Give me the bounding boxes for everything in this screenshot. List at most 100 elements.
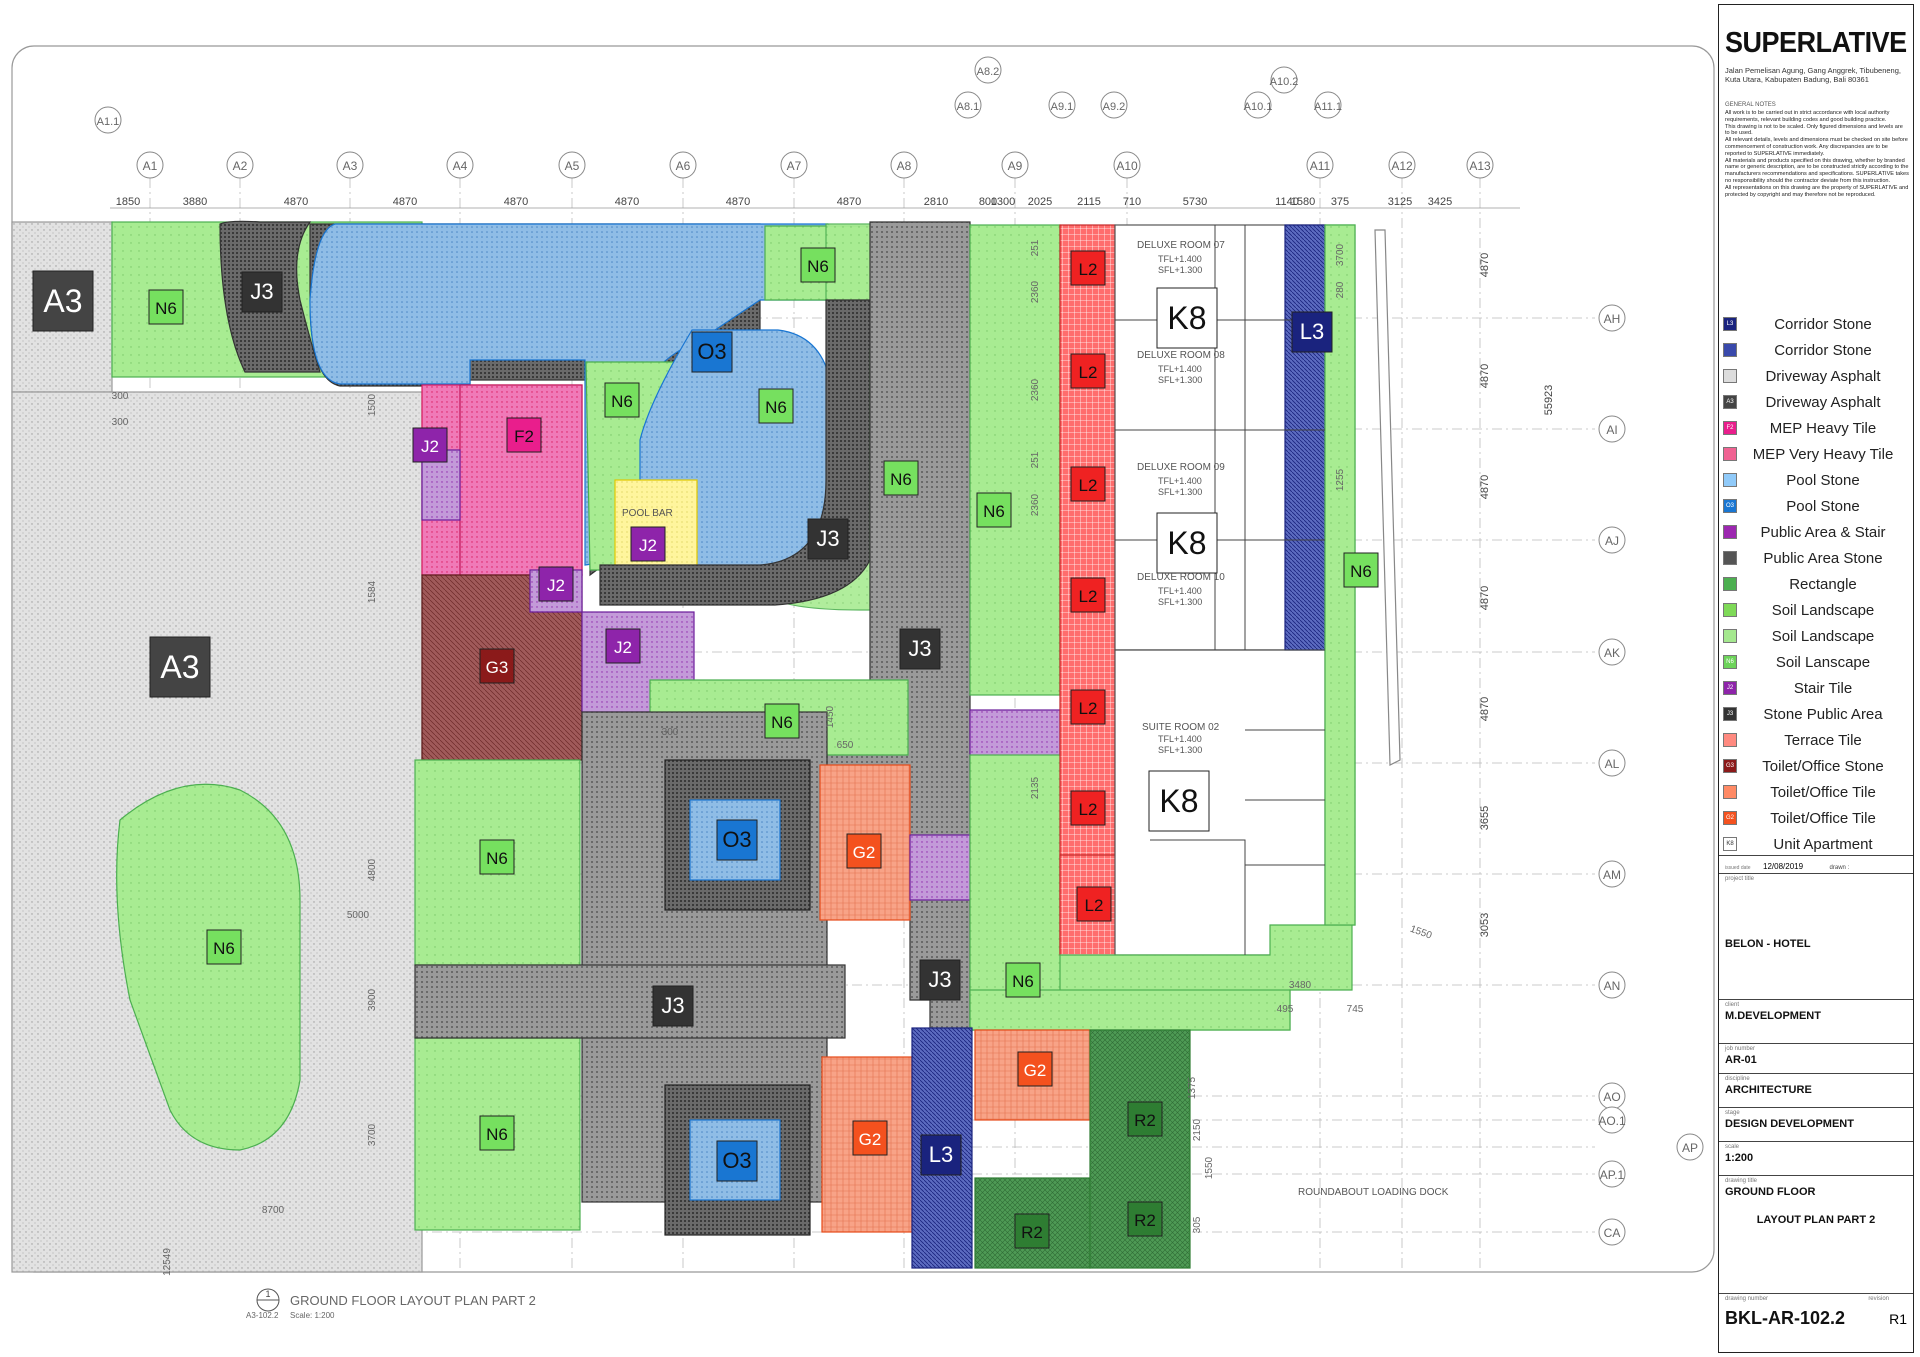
grid-column-bubble: A1 bbox=[136, 151, 164, 179]
dimension-label: 1375 bbox=[1187, 1076, 1198, 1099]
grid-column-bubble: A8 bbox=[890, 151, 918, 179]
zone-tag-code: J2 bbox=[421, 437, 439, 456]
dimension-label: 4870 bbox=[284, 196, 308, 208]
legend-item: Toilet/Office Tile bbox=[1723, 779, 1909, 805]
grid-row-bubble: AL bbox=[1598, 749, 1626, 777]
dimension-label: 3700 bbox=[1335, 243, 1346, 266]
grid-row-label: AP bbox=[1682, 1141, 1698, 1155]
grid-column-label: A6 bbox=[676, 159, 691, 173]
zone-tag-n6: N6 bbox=[206, 929, 242, 965]
dimension-label: 4870 bbox=[1479, 697, 1491, 721]
dimension-label: 4870 bbox=[1479, 586, 1491, 610]
zone-tag-r2: R2 bbox=[1127, 1101, 1163, 1137]
grid-sub-bubble: A10.1 bbox=[1244, 91, 1273, 119]
room-label: DELUXE ROOM 07 bbox=[1137, 240, 1225, 251]
grid-row-label: AO bbox=[1603, 1090, 1620, 1104]
dimension-label: 3125 bbox=[1388, 196, 1412, 208]
dimension-label: 3655 bbox=[1479, 806, 1491, 830]
dimension-label: 8700 bbox=[262, 1205, 285, 1216]
legend-label: Public Area Stone bbox=[1763, 549, 1883, 567]
dimension-label: 3425 bbox=[1428, 196, 1452, 208]
zone-tag-o3: O3 bbox=[691, 331, 733, 373]
dimension-label: 1255 bbox=[1335, 468, 1346, 491]
grid-row-label: AH bbox=[1604, 312, 1621, 326]
caption-number: 1 bbox=[265, 1289, 270, 1299]
general-note: All work is to be carried out in strict … bbox=[1725, 110, 1890, 123]
grid-sub-bubble: A9.1 bbox=[1048, 91, 1076, 119]
dimension-label: 4870 bbox=[726, 196, 750, 208]
legend-item: Public Area Stone bbox=[1723, 545, 1909, 571]
grid-sub-bubble: A9.2 bbox=[1100, 91, 1128, 119]
zone-tag-n6: N6 bbox=[758, 388, 794, 424]
grid-column-bubble: A6 bbox=[669, 151, 697, 179]
legend-item: Soil Landscape bbox=[1723, 623, 1909, 649]
legend-swatch bbox=[1723, 447, 1737, 461]
legend-item: Rectangle bbox=[1723, 571, 1909, 597]
zone-tag-l2: L2 bbox=[1070, 689, 1106, 725]
legend-label: Corridor Stone bbox=[1774, 341, 1872, 359]
zone-tag-code: O3 bbox=[722, 827, 751, 852]
revision: R1 bbox=[1889, 1310, 1907, 1327]
zone-tag-code: R2 bbox=[1021, 1223, 1043, 1242]
room-label: DELUXE ROOM 08 bbox=[1137, 350, 1225, 361]
legend-label: MEP Very Heavy Tile bbox=[1752, 445, 1894, 463]
general-note: This drawing is not to be scaled. Only f… bbox=[1725, 123, 1903, 137]
legend-label: Soil Lanscape bbox=[1775, 653, 1871, 671]
legend-item: Corridor Stone bbox=[1723, 337, 1909, 363]
zone-tag-code: K8 bbox=[1167, 525, 1206, 561]
grid-sub-bubble: A10.2 bbox=[1270, 66, 1298, 94]
legend-label: Toilet/Office Tile bbox=[1770, 809, 1876, 827]
legend-item: L3 Corridor Stone bbox=[1723, 311, 1909, 337]
zone-tag-code: G2 bbox=[1024, 1061, 1047, 1080]
zone-tag-code: N6 bbox=[1350, 562, 1372, 581]
dimension-label: 3700 bbox=[367, 1123, 378, 1146]
drawn-label: drawn : bbox=[1829, 865, 1850, 871]
legend-label: Soil Landscape bbox=[1771, 627, 1875, 645]
company-address: Jalan Pemelisan Agung, Gang Anggrek, Tib… bbox=[1725, 66, 1901, 84]
dimension-label: 4870 bbox=[1479, 253, 1491, 277]
legend-swatch bbox=[1723, 629, 1737, 643]
grid-column-label: A5 bbox=[565, 159, 580, 173]
legend-swatch: L3 bbox=[1723, 317, 1737, 331]
grid-row-bubble: AH bbox=[1598, 304, 1626, 332]
zone-tag-code: A3 bbox=[160, 649, 199, 685]
legend-label: Corridor Stone bbox=[1774, 315, 1872, 333]
zone-tag-o3: O3 bbox=[716, 819, 758, 861]
zone-tag-code: J3 bbox=[661, 993, 684, 1018]
dimension-label: 2360 bbox=[1030, 280, 1041, 303]
grid-row-bubble: AN bbox=[1598, 971, 1626, 999]
dimension-label: 3053 bbox=[1479, 913, 1491, 937]
dimension-label: 5000 bbox=[347, 910, 370, 921]
zone-tag-j2: J2 bbox=[605, 628, 641, 664]
dimension-label: 1450 bbox=[825, 705, 836, 728]
zone-tag-code: N6 bbox=[213, 939, 235, 958]
grid-sub-label: A11.1 bbox=[1314, 101, 1342, 113]
zone-tag-code: J2 bbox=[614, 638, 632, 657]
dimension-label: 4870 bbox=[1479, 364, 1491, 388]
zone-tag-code: F2 bbox=[514, 427, 534, 446]
grid-sub-label: A1.1 bbox=[97, 116, 120, 128]
general-notes-heading: GENERAL NOTES bbox=[1725, 102, 1776, 108]
room-level: TFL+1.400 bbox=[1158, 364, 1202, 374]
zone-tag-code: N6 bbox=[486, 849, 508, 868]
company-name: SUPERLATIVE bbox=[1725, 27, 1907, 59]
dimension-label: 280 bbox=[1335, 281, 1346, 298]
general-note: All materials and products specified on … bbox=[1725, 157, 1909, 184]
grid-row-bubble: AM bbox=[1598, 860, 1626, 888]
zone-tag-code: N6 bbox=[983, 502, 1005, 521]
drawing-number: BKL-AR-102.2 bbox=[1725, 1308, 1846, 1328]
drawing-title-2: LAYOUT PLAN PART 2 bbox=[1756, 1214, 1876, 1226]
grid-sub-label: A10.1 bbox=[1244, 101, 1273, 113]
zone-tag-n6: N6 bbox=[764, 703, 800, 739]
grid-row-bubble: AP.1 bbox=[1598, 1160, 1626, 1188]
zone-tag-a3: A3 bbox=[32, 270, 94, 332]
grid-column-bubble: A2 bbox=[226, 151, 254, 179]
zone-tag-code: N6 bbox=[765, 398, 787, 417]
legend-label: Stone Public Area bbox=[1763, 705, 1883, 723]
grid-row-bubble: AJ bbox=[1598, 526, 1626, 554]
room-level: TFL+1.400 bbox=[1158, 476, 1202, 486]
